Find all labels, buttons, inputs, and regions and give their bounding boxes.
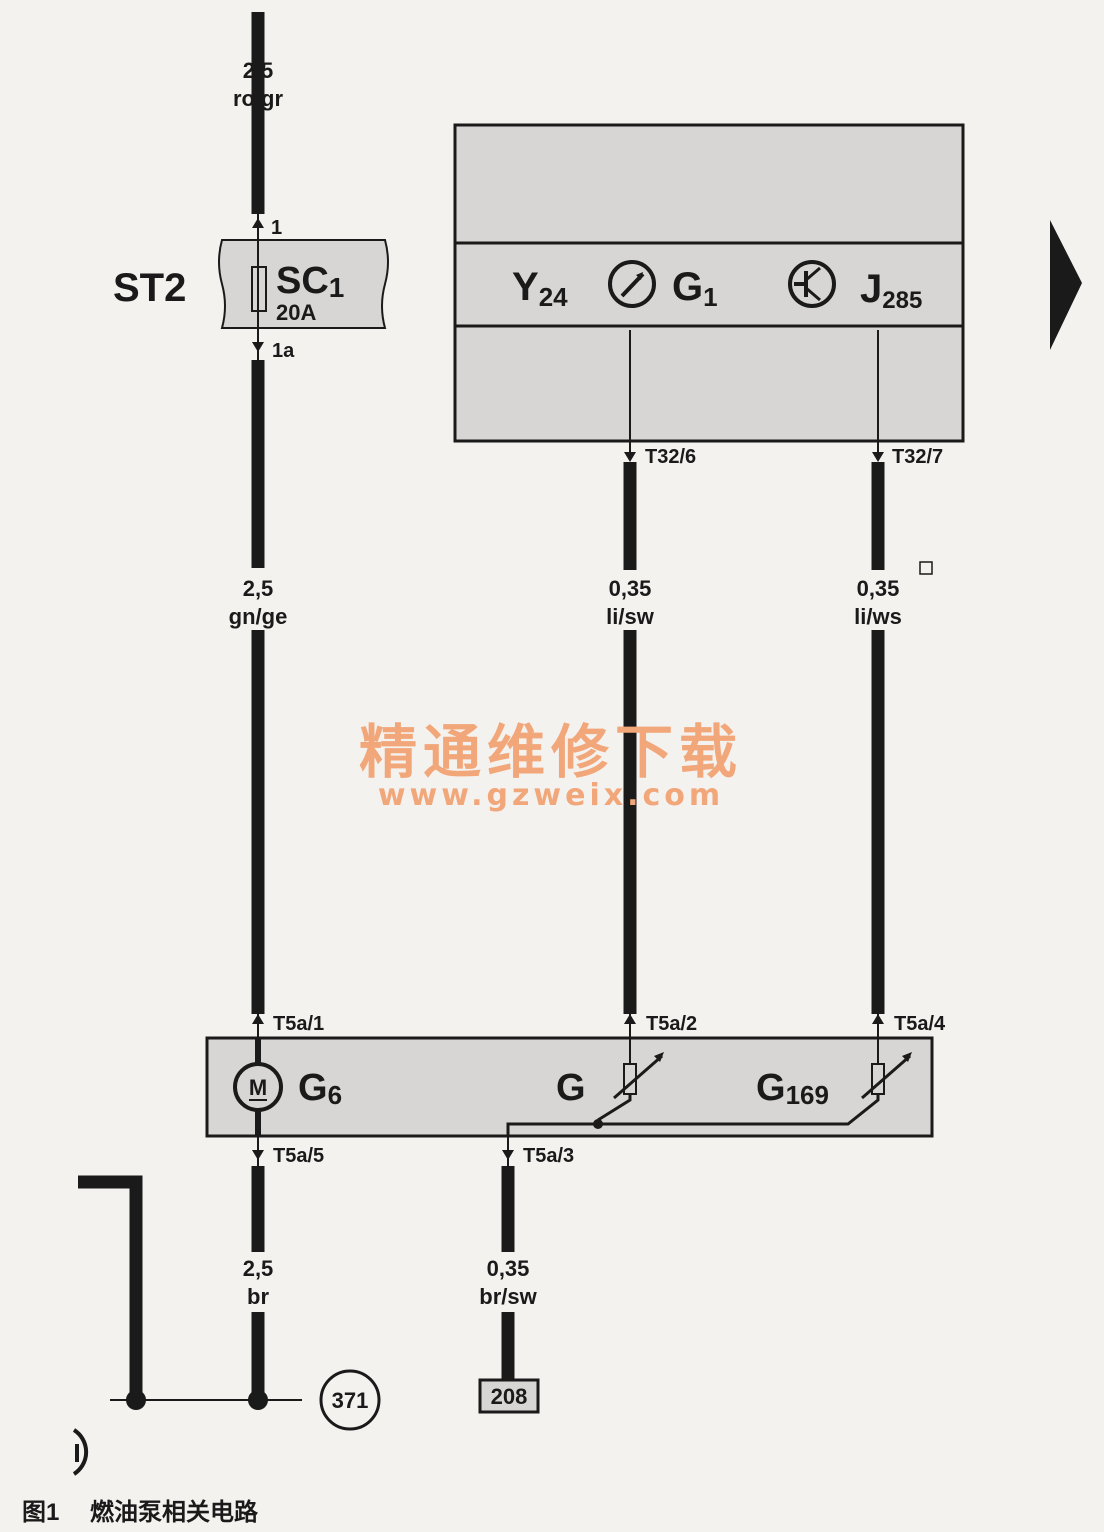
t5a-5-arrow-icon (252, 1150, 264, 1160)
t32-7-arrow-icon (872, 452, 884, 462)
t5a-2-arrow-icon (624, 1014, 636, 1024)
left-side-wire (78, 1175, 143, 1400)
ground-junction-right (248, 1390, 268, 1410)
pump-pin-t5a-3: T5a/3 (523, 1145, 574, 1167)
feed-wire-gauge: 2,5 (243, 58, 274, 83)
motor-icon (233, 1062, 283, 1112)
pump-feed-gauge: 2,5 (243, 576, 274, 601)
cluster-g1-label: G1 (672, 265, 718, 312)
fuse-block-st2 (218, 239, 389, 329)
sender-g169-color: li/ws (854, 604, 902, 629)
pump-feed-color: gn/ge (229, 604, 288, 629)
reference-box (478, 1378, 540, 1414)
fuse-pin-in: 1 (271, 217, 282, 239)
ground-point-circle (319, 1369, 381, 1431)
pump-g6-label: G6 (298, 1067, 342, 1110)
sender-g169-gauge: 0,35 (857, 576, 900, 601)
sensor-ground-label-bg (466, 1252, 550, 1312)
fuse-name: SC1 (276, 260, 344, 303)
cluster-y-label: Y24 (512, 265, 568, 312)
sender-g-color: li/sw (606, 604, 655, 629)
next-page-arrow-icon (1050, 220, 1082, 350)
motor-label: M (249, 1075, 267, 1100)
fuse-block-label: ST2 (113, 266, 186, 310)
sender-g169-label: G169 (756, 1067, 829, 1110)
sender-g-label-bg (590, 570, 670, 630)
ground-wire-label-bg (222, 1252, 294, 1312)
watermark-url: www.gzweix.com (378, 778, 724, 813)
ground-wire-color: br (247, 1284, 269, 1309)
t5a-3-arrow-icon (502, 1150, 514, 1160)
sender-g169-label-bg (838, 570, 918, 630)
sensor-ground-gauge: 0,35 (487, 1256, 530, 1281)
instrument-cluster-module: Y24 G1 J285 (453, 123, 965, 443)
pump-pin-t5a-4: T5a/4 (894, 1013, 946, 1035)
fuel-pump-unit: M G6 G G169 (205, 1036, 934, 1138)
watermark-title: 精通维修下载 (359, 718, 743, 786)
ground-junction-left (126, 1390, 146, 1410)
partial-circle-fragment (72, 1428, 89, 1476)
ground-wire-gauge: 2,5 (243, 1256, 274, 1281)
gauge-icon (608, 260, 656, 308)
ground-point-label: 371 (332, 1388, 369, 1413)
reference-box-label: 208 (491, 1384, 528, 1409)
t5a-1-arrow-icon (252, 1014, 264, 1024)
figure-title: 燃油泵相关电路 (90, 1498, 259, 1526)
cluster-j285-label: J285 (860, 267, 922, 314)
sender-g-gauge: 0,35 (609, 576, 652, 601)
fuse-out-arrow-icon (252, 342, 264, 352)
fuse-rating: 20A (276, 300, 316, 325)
pump-pin-t5a-1: T5a/1 (273, 1013, 324, 1035)
cluster-pin-t32-6: T32/6 (645, 446, 696, 468)
t32-6-arrow-icon (624, 452, 636, 462)
small-square-icon (919, 561, 933, 575)
transistor-icon (788, 260, 836, 308)
t5a-4-arrow-icon (872, 1014, 884, 1024)
pump-feed-label-bg (218, 568, 298, 630)
fuse-pin-out: 1a (272, 340, 295, 362)
fuse-in-arrow-icon (252, 218, 264, 228)
sensor-ground-color: br/sw (479, 1284, 537, 1309)
cluster-pin-t32-7: T32/7 (892, 446, 943, 468)
figure-number: 图1 (22, 1499, 59, 1526)
pump-pin-t5a-2: T5a/2 (646, 1013, 697, 1035)
pump-pin-t5a-5: T5a/5 (273, 1145, 324, 1167)
sender-g-label: G (556, 1067, 586, 1109)
feed-wire-color: ro/gr (233, 86, 284, 111)
